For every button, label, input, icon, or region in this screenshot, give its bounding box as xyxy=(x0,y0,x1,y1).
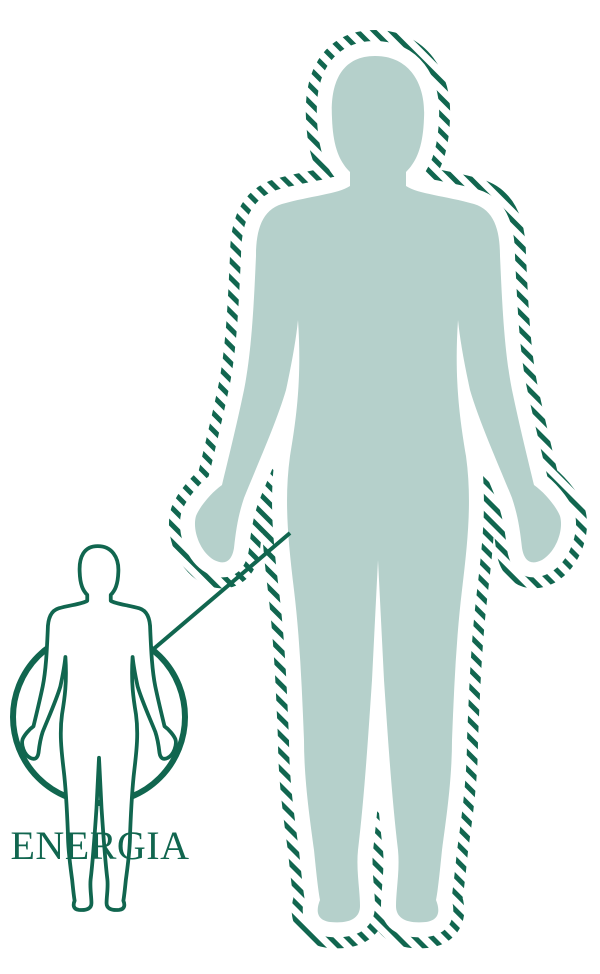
energia-label: ENERGIA xyxy=(0,826,200,866)
